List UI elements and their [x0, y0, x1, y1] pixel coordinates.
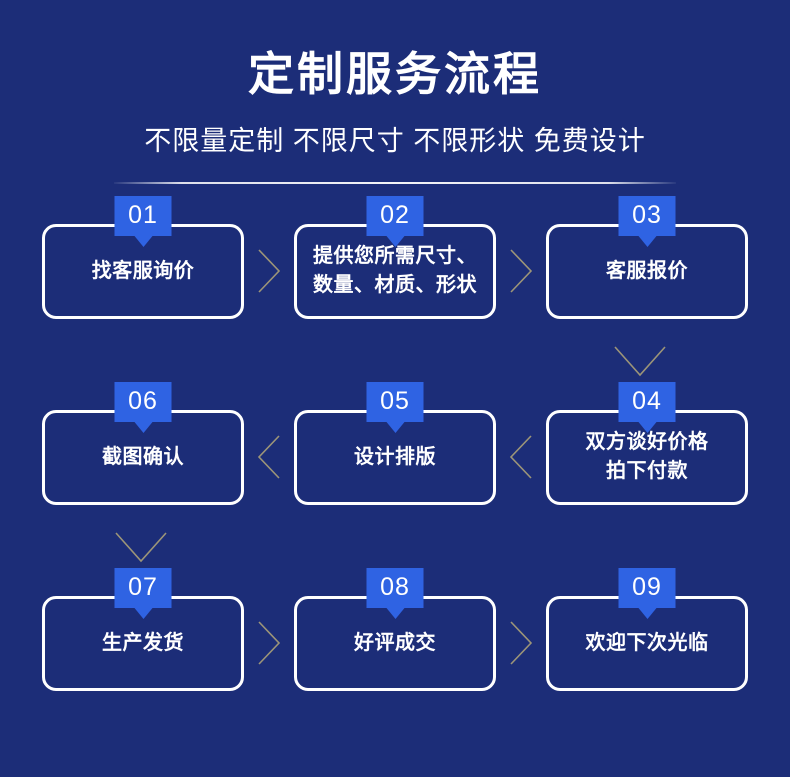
- step-badge-09: 09: [618, 567, 676, 608]
- step-badge-06: 06: [114, 381, 172, 422]
- chevron-right-icon: [256, 619, 282, 667]
- flow-step-card-08[interactable]: 08 好评成交: [294, 567, 496, 691]
- connector-07-08: [244, 596, 294, 691]
- chevron-right-icon: [256, 247, 282, 295]
- step-badge-05: 05: [366, 381, 424, 422]
- step-label-03: 客服报价: [606, 259, 688, 282]
- chevron-right-icon: [508, 247, 534, 295]
- step-label-05: 设计排版: [354, 445, 436, 468]
- step-badge-04: 04: [618, 381, 676, 422]
- connector-02-03: [496, 224, 546, 319]
- step-label-09: 欢迎下次光临: [585, 631, 709, 654]
- chevron-left-icon: [256, 433, 282, 481]
- step-label-07: 生产发货: [102, 631, 184, 654]
- step-number-01: 01: [128, 201, 158, 230]
- chevron-down-icon: [113, 530, 169, 564]
- step-badge-08: 08: [366, 567, 424, 608]
- connector-01-02: [244, 224, 294, 319]
- connector-04-05: [496, 410, 546, 505]
- flow-step-card-05[interactable]: 05 设计排版: [294, 381, 496, 505]
- flow-step-card-09[interactable]: 09 欢迎下次光临: [546, 567, 748, 691]
- step-label-01: 找客服询价: [91, 259, 195, 282]
- header: 定制服务流程 不限量定制 不限尺寸 不限形状 免费设计: [0, 0, 790, 184]
- step-number-06: 06: [128, 387, 158, 416]
- step-number-07: 07: [128, 573, 158, 602]
- step-number-03: 03: [632, 201, 662, 230]
- flow-step-card-01[interactable]: 01 找客服询价: [42, 195, 244, 319]
- step-label-06: 截图确认: [102, 445, 184, 468]
- chevron-down-icon: [612, 344, 668, 378]
- step-label-04: 双方谈好价格 拍下付款: [585, 431, 709, 483]
- connector-08-09: [496, 596, 546, 691]
- chevron-right-icon: [508, 619, 534, 667]
- step-number-02: 02: [380, 201, 410, 230]
- step-number-05: 05: [380, 387, 410, 416]
- flow-row-1: 01 找客服询价 02 提供您所需尺寸、 数量、材质、形状 03 客服报价: [0, 195, 790, 320]
- step-badge-07: 07: [114, 567, 172, 608]
- step-number-09: 09: [632, 573, 662, 602]
- step-number-04: 04: [632, 387, 662, 416]
- step-number-08: 08: [380, 573, 410, 602]
- process-flow-diagram: 01 找客服询价 02 提供您所需尺寸、 数量、材质、形状 03 客服报价: [0, 195, 790, 758]
- chevron-left-icon: [508, 433, 534, 481]
- page-title: 定制服务流程: [248, 48, 542, 100]
- step-badge-02: 02: [366, 195, 424, 236]
- flow-step-card-06[interactable]: 06 截图确认: [42, 381, 244, 505]
- page-subtitle: 不限量定制 不限尺寸 不限形状 免费设计: [144, 125, 646, 156]
- step-label-08: 好评成交: [354, 631, 436, 654]
- flow-step-card-03[interactable]: 03 客服报价: [546, 195, 748, 319]
- flow-row-3: 07 生产发货 08 好评成交 09 欢迎下次光临: [0, 567, 790, 692]
- flow-row-2: 06 截图确认 05 设计排版 04 双方谈好价格 拍下付款: [0, 381, 790, 506]
- connector-05-06: [244, 410, 294, 505]
- header-divider: [114, 181, 676, 184]
- step-badge-03: 03: [618, 195, 676, 236]
- flow-step-card-02[interactable]: 02 提供您所需尺寸、 数量、材质、形状: [294, 195, 496, 319]
- step-badge-01: 01: [114, 195, 172, 236]
- flow-step-card-07[interactable]: 07 生产发货: [42, 567, 244, 691]
- flow-step-card-04[interactable]: 04 双方谈好价格 拍下付款: [546, 381, 748, 505]
- step-label-02: 提供您所需尺寸、 数量、材质、形状: [313, 245, 477, 297]
